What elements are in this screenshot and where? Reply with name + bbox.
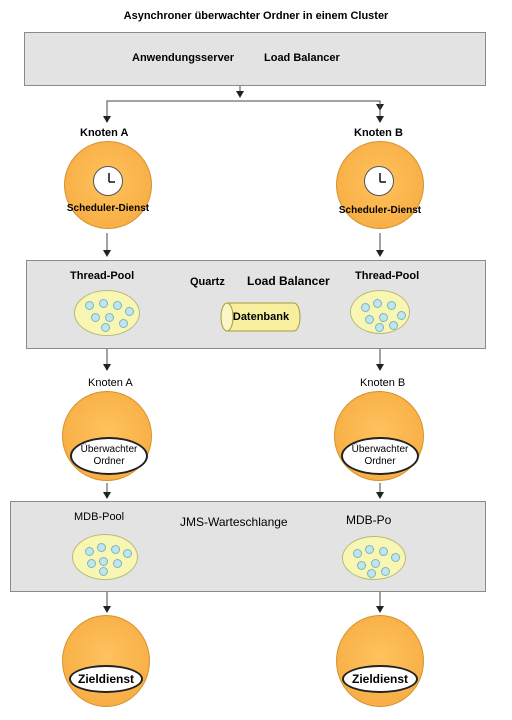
target-service-b: Zieldienst xyxy=(342,665,418,693)
clock-icon xyxy=(93,166,123,196)
target-service-b-circle xyxy=(336,615,424,707)
database-label: Datenbank xyxy=(232,311,290,323)
diagram-title: Asynchroner überwachter Ordner in einem … xyxy=(123,10,389,22)
target-service-a: Zieldienst xyxy=(69,665,143,693)
watched-folder-a: Überwachter Ordner xyxy=(70,437,148,475)
watched-node-a-label: Knoten A xyxy=(88,377,133,389)
load-balancer-label: Load Balancer xyxy=(264,52,340,64)
clock-icon xyxy=(364,166,394,196)
mdb-pool-right xyxy=(342,536,406,580)
watched-node-b-label: Knoten B xyxy=(360,377,406,389)
mdb-pool-left-label: MDB-Pool xyxy=(74,511,125,523)
quartz-label: Quartz xyxy=(190,276,225,288)
quartz-load-balancer-label: Load Balancer xyxy=(247,274,330,288)
mdb-pool-right-label: MDB-Po xyxy=(346,513,392,527)
node-a-service-label: Scheduler-Dienst xyxy=(66,203,150,214)
node-a-label: Knoten A xyxy=(80,127,129,139)
watched-folder-b: Überwachter Ordner xyxy=(341,437,419,475)
app-server-band xyxy=(24,32,486,86)
app-server-label: Anwendungsserver xyxy=(132,52,235,64)
node-b-label: Knoten B xyxy=(354,127,403,139)
thread-pool-right xyxy=(350,290,410,334)
thread-pool-left-label: Thread-Pool xyxy=(70,270,135,282)
target-service-a-circle xyxy=(62,615,150,707)
thread-pool-left xyxy=(74,290,140,336)
thread-pool-right-label: Thread-Pool xyxy=(355,270,420,282)
node-b-service-label: Scheduler-Dienst xyxy=(338,205,422,216)
jms-queue-label: JMS-Warteschlange xyxy=(180,515,288,529)
mdb-pool-left xyxy=(72,534,138,580)
